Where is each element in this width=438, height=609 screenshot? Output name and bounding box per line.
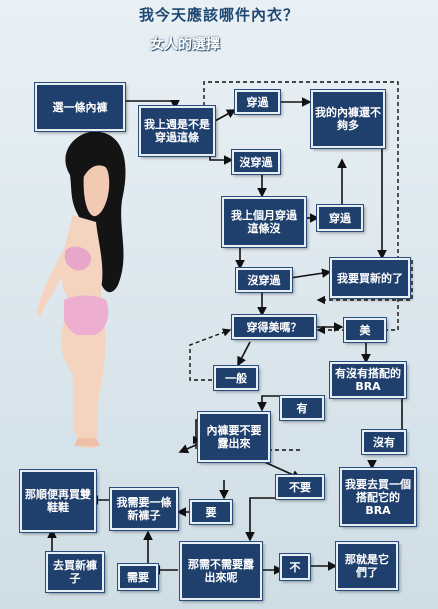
- node-worn2: 穿過: [317, 205, 363, 231]
- arm-shape: [36, 250, 70, 316]
- node-panties-show: 內褲要不要露出來: [198, 412, 270, 462]
- page-title: 我今天應該哪件內衣？: [138, 6, 299, 24]
- node-not-enough: 我的內褲還不夠多: [311, 90, 385, 148]
- node-ordinary: 一般: [214, 366, 258, 390]
- node-not-worn2: 沒穿過: [236, 268, 292, 292]
- node-worn: 穿過: [235, 90, 280, 114]
- face-shape: [83, 162, 110, 217]
- node-wore-last-week: 我上週是不是穿過這條: [139, 106, 215, 156]
- node-buy-shoes: 那順便再買雙鞋鞋: [20, 470, 96, 532]
- node-have: 有: [280, 396, 324, 420]
- node-bra-show: 那需不需要露出來呢: [180, 542, 262, 600]
- legs-shape: [70, 335, 104, 440]
- node-dont-have: 沒有: [362, 430, 406, 454]
- node-matching-bra: 有沒有搭配的BRA: [330, 362, 406, 398]
- node-not-worn: 沒穿過: [232, 150, 280, 174]
- node-need: 需要: [118, 564, 158, 590]
- node-will: 要: [190, 500, 232, 524]
- node-buy-bra: 我要去買一個搭配它的BRA: [340, 468, 416, 526]
- page-subtitle: 女人的選擇: [150, 37, 220, 53]
- node-wont: 不要: [276, 475, 324, 499]
- node-beautiful: 美: [344, 318, 386, 342]
- panties-shape: [64, 295, 109, 338]
- node-buy-pants: 去買新褲子: [46, 552, 104, 592]
- hair-front-shape: [78, 154, 110, 180]
- node-buy-new: 我要買新的了: [330, 258, 410, 298]
- node-pick-underwear: 選一條內褲: [35, 83, 125, 131]
- node-pretty: 穿得美嗎？: [232, 315, 316, 339]
- bra-shape: [64, 246, 92, 271]
- feet-shape: [74, 438, 100, 446]
- node-wore-last-month: 我上個月穿過這條沒: [222, 197, 306, 247]
- node-need-new-pants: 我需要一條新褲子: [110, 488, 178, 530]
- node-no: 不: [280, 554, 310, 580]
- node-thats-it: 那就是它們了: [336, 542, 398, 590]
